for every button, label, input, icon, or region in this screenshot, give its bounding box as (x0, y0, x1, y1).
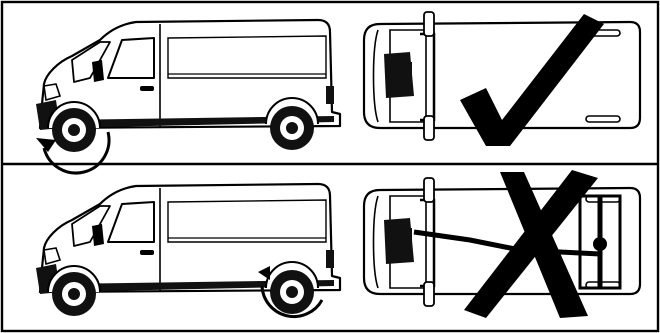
van-side-view-front-drive (36, 20, 340, 152)
panel-rear-wheel-drive (36, 170, 640, 318)
panel-front-wheel-drive (36, 12, 640, 173)
differential (593, 237, 607, 251)
van-side-view-rear-drive (36, 184, 340, 316)
